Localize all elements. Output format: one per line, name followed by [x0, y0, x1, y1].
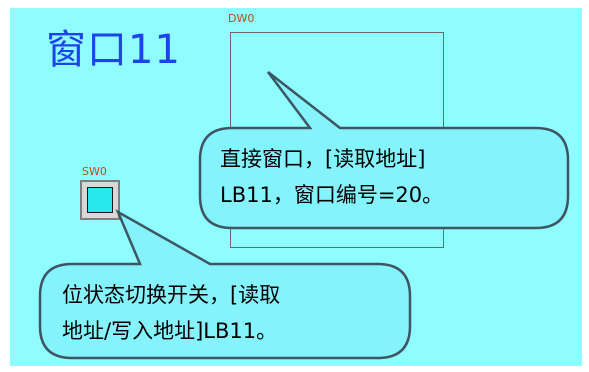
switch-callout-bubble	[38, 209, 412, 360]
switch-callout-line2: 地址/写入地址]LB11。	[62, 319, 278, 343]
switch-callout-text: 位状态切换开关，[读取 地址/写入地址]LB11。	[62, 277, 422, 349]
direct-window-callout-text: 直接窗口，[读取地址] LB11，窗口编号=20。	[220, 141, 540, 213]
switch-callout-line1: 位状态切换开关，[读取	[62, 283, 281, 307]
window-title: 窗口11	[46, 27, 181, 73]
switch-label: SW0	[82, 165, 107, 178]
direct-window-callout-line1: 直接窗口，[读取地址]	[220, 147, 426, 171]
switch-face	[87, 187, 113, 213]
direct-window-label: DW0	[228, 12, 255, 25]
direct-window-callout-bubble	[198, 71, 570, 230]
direct-window-callout-line2: LB11，窗口编号=20。	[220, 183, 444, 207]
bit-state-switch[interactable]	[80, 180, 120, 220]
